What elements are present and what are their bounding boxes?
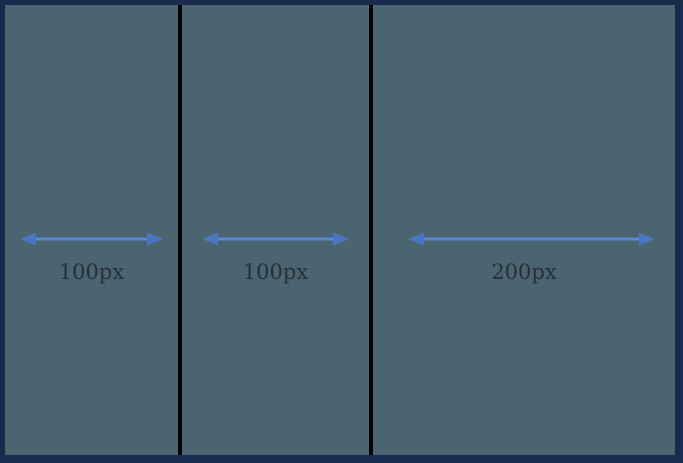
panel-three: 200px: [373, 5, 675, 455]
measurement-annotation-three: 200px: [373, 227, 675, 285]
divider-two: [369, 5, 373, 455]
panel-two: 100px: [182, 5, 369, 455]
measurement-label-one: 100px: [58, 260, 125, 284]
measurement-annotation-two: 100px: [182, 227, 369, 285]
divider-one: [178, 5, 182, 455]
measurement-annotation-one: 100px: [5, 227, 178, 285]
double-arrow-icon: [182, 227, 369, 251]
panel-one: 100px: [5, 5, 178, 455]
double-arrow-icon: [373, 227, 675, 251]
double-arrow-icon: [5, 227, 178, 251]
panel-row: 100px 100px: [5, 5, 675, 455]
measurement-label-three: 200px: [491, 260, 557, 284]
measurement-label-two: 100px: [242, 260, 309, 284]
